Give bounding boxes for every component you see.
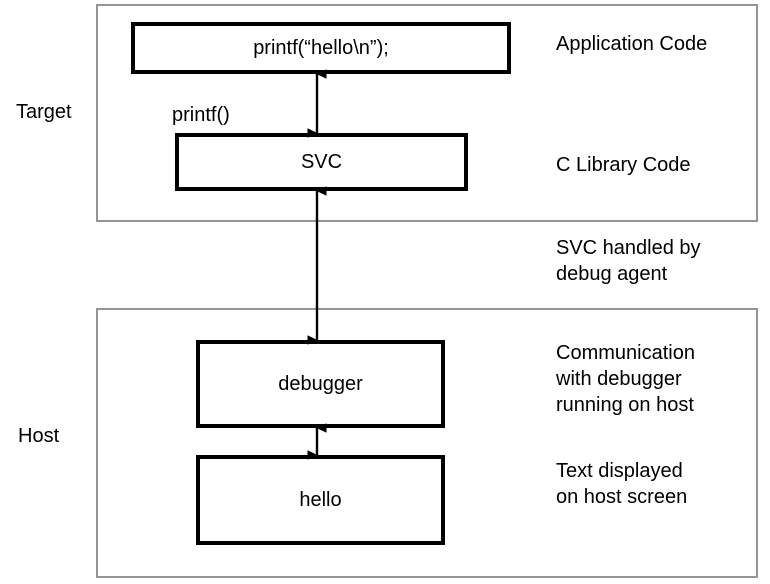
node-printf-call: printf(“hello\n”); <box>131 22 511 74</box>
node-debugger: debugger <box>196 340 445 428</box>
edge-label-printf: printf() <box>172 104 230 126</box>
annotation-c-library-code: C Library Code <box>556 154 691 176</box>
annotation-svc-handled-by-debug-agent: SVC handled by debug agent <box>556 237 701 285</box>
annotation-application-code: Application Code <box>556 33 708 55</box>
annotation-communication-with-debugger: Communication with debugger running on h… <box>556 342 695 416</box>
node-svc: SVC <box>175 133 468 191</box>
group-label-target: Target <box>16 101 72 123</box>
annotation-text-displayed-on-host-screen: Text displayed on host screen <box>556 460 688 508</box>
group-label-host: Host <box>18 425 60 447</box>
node-hello: hello <box>196 455 445 545</box>
